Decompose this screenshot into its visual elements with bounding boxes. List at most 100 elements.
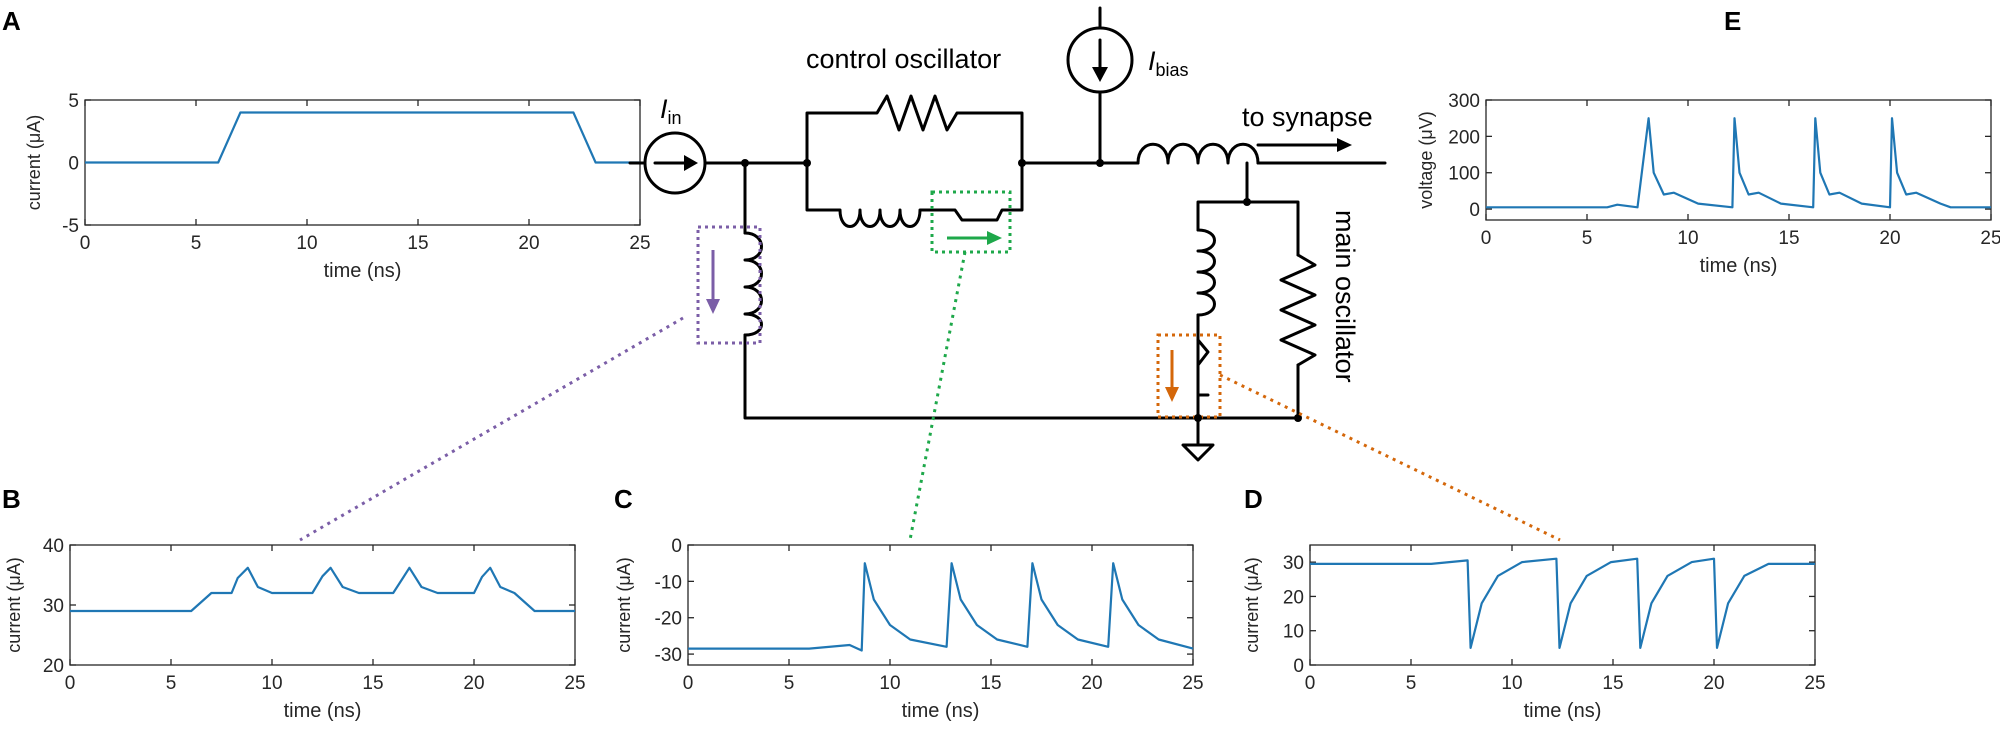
ground-icon bbox=[1181, 443, 1215, 462]
chart-c-y-tick-label: 0 bbox=[671, 536, 682, 557]
chart-b-y-axis-label: current (μA) bbox=[4, 557, 24, 652]
chart-c-x-axis-label: time (ns) bbox=[902, 700, 980, 722]
left-inductor-highlight-box bbox=[696, 225, 762, 345]
chart-a-y-tick-label: -5 bbox=[62, 216, 79, 237]
to-synapse-label: to synapse bbox=[1242, 102, 1373, 132]
chart-e-x-tick-label: 15 bbox=[1778, 228, 1799, 249]
chart-b-y-tick-label: 20 bbox=[43, 656, 64, 677]
chart-e-y-tick-label: 200 bbox=[1448, 127, 1480, 148]
leader-line-c bbox=[908, 251, 967, 541]
chart-b-y-tick-label: 40 bbox=[43, 536, 64, 557]
chart-b-x-tick-label: 10 bbox=[261, 673, 282, 694]
chart-e-plot-frame bbox=[1485, 99, 1992, 221]
chart-e-x-axis-label: time (ns) bbox=[1700, 255, 1778, 277]
chart-c-y-axis-label: current (μA) bbox=[614, 557, 634, 652]
chart-d-plot-frame bbox=[1309, 544, 1816, 666]
input-arrow-icon bbox=[653, 155, 698, 171]
main-inductor bbox=[1196, 228, 1216, 317]
chart-d-x-tick-label: 0 bbox=[1305, 673, 1316, 694]
leader-line-d bbox=[1219, 373, 1561, 542]
chart-b-x-tick-label: 15 bbox=[362, 673, 383, 694]
junction-dot bbox=[1294, 414, 1302, 422]
chart-a-x-tick-label: 25 bbox=[629, 233, 650, 254]
chart-c-x-tick-label: 10 bbox=[879, 673, 900, 694]
chart-a-x-tick-label: 5 bbox=[191, 233, 202, 254]
chart-a-y-axis-label: current (μA) bbox=[24, 115, 44, 210]
chart-e-y-tick-label: 300 bbox=[1448, 91, 1480, 112]
main-junction-highlight-box bbox=[1156, 333, 1222, 419]
panel-letter-b: B bbox=[2, 484, 21, 514]
chart-a-series-line bbox=[85, 111, 640, 164]
chart-c-plot-frame bbox=[687, 544, 1194, 666]
chart-e-series-line bbox=[1486, 117, 1991, 209]
control-josephson-junction bbox=[948, 208, 1009, 222]
chart-a-x-tick-label: 15 bbox=[407, 233, 428, 254]
chart-c-x-tick-label: 0 bbox=[683, 673, 694, 694]
chart-b-y-tick-label: 30 bbox=[43, 596, 64, 617]
chart-c-x-tick-label: 15 bbox=[980, 673, 1001, 694]
chart-e-x-tick-label: 0 bbox=[1481, 228, 1492, 249]
chart-d-x-tick-label: 20 bbox=[1703, 673, 1724, 694]
chart-a-y-tick-label: 0 bbox=[68, 154, 79, 175]
chart-b-x-tick-label: 25 bbox=[564, 673, 585, 694]
chart-a-x-tick-label: 10 bbox=[296, 233, 317, 254]
chart-c: 0 5 10 15 20 25 -30 -20 -10 0 time (ns) current (μA… bbox=[614, 536, 1204, 722]
chart-c-y-tick-label: -30 bbox=[655, 645, 682, 666]
junction-dot bbox=[741, 159, 749, 167]
circuit-diagram: Iin control oscillator Ibi bbox=[299, 6, 1561, 542]
i-in-symbol: I bbox=[660, 94, 668, 124]
bias-current-source bbox=[1066, 26, 1134, 94]
leader-line-b bbox=[299, 316, 684, 542]
control-oscillator-label: control oscillator bbox=[806, 44, 1001, 74]
junction-dot bbox=[803, 159, 811, 167]
main-oscillator-label: main oscillator bbox=[1330, 210, 1360, 383]
chart-a-x-tick-label: 0 bbox=[80, 233, 91, 254]
chart-e-y-axis-label: voltage (μV) bbox=[1416, 111, 1436, 208]
control-junction-highlight-box bbox=[930, 190, 1012, 254]
svg-text:Ibias: Ibias bbox=[1148, 46, 1189, 80]
chart-e-y-tick-label: 100 bbox=[1448, 164, 1480, 185]
chart-c-x-tick-label: 25 bbox=[1182, 673, 1203, 694]
chart-b-x-tick-label: 5 bbox=[166, 673, 177, 694]
junction-dot bbox=[1194, 414, 1202, 422]
chart-d-x-tick-label: 15 bbox=[1602, 673, 1623, 694]
main-josephson-junction bbox=[1196, 338, 1210, 397]
chart-d-x-tick-label: 25 bbox=[1804, 673, 1825, 694]
chart-d-x-tick-label: 5 bbox=[1406, 673, 1417, 694]
chart-c-y-tick-label: -10 bbox=[655, 572, 682, 593]
main-junction-current-arrow-icon bbox=[1165, 350, 1179, 402]
svg-text:Iin: Iin bbox=[660, 94, 682, 128]
input-current-source bbox=[643, 131, 707, 195]
chart-d-y-tick-label: 30 bbox=[1283, 553, 1304, 574]
chart-c-y-tick-label: -20 bbox=[655, 609, 682, 630]
chart-c-x-tick-label: 5 bbox=[784, 673, 795, 694]
panel-letter-c: C bbox=[614, 484, 633, 514]
chart-c-x-tick-label: 20 bbox=[1081, 673, 1102, 694]
chart-b-x-axis-label: time (ns) bbox=[284, 700, 362, 722]
chart-d-x-tick-label: 10 bbox=[1501, 673, 1522, 694]
to-synapse-arrow-icon bbox=[1256, 138, 1352, 152]
chart-a-x-tick-label: 20 bbox=[518, 233, 539, 254]
series-inductor bbox=[1136, 142, 1260, 165]
chart-d-y-tick-label: 0 bbox=[1293, 656, 1304, 677]
chart-a-x-axis-label: time (ns) bbox=[324, 260, 402, 282]
control-junction-current-arrow-icon bbox=[947, 231, 1002, 245]
chart-d-x-axis-label: time (ns) bbox=[1524, 700, 1602, 722]
chart-d-y-axis-label: current (μA) bbox=[1242, 557, 1262, 652]
main-resistor bbox=[1279, 253, 1317, 367]
chart-d-y-tick-label: 10 bbox=[1283, 622, 1304, 643]
left-branch-wire bbox=[743, 161, 1300, 420]
i-in-subscript: in bbox=[668, 108, 682, 128]
chart-c-series-line bbox=[688, 562, 1194, 652]
left-inductor-current-arrow-icon bbox=[706, 250, 720, 314]
chart-e-x-tick-label: 25 bbox=[1980, 228, 2000, 249]
i-bias-subscript: bias bbox=[1156, 60, 1189, 80]
chart-b-x-tick-label: 20 bbox=[463, 673, 484, 694]
panel-letter-e: E bbox=[1724, 6, 1741, 36]
chart-e-x-tick-label: 5 bbox=[1582, 228, 1593, 249]
